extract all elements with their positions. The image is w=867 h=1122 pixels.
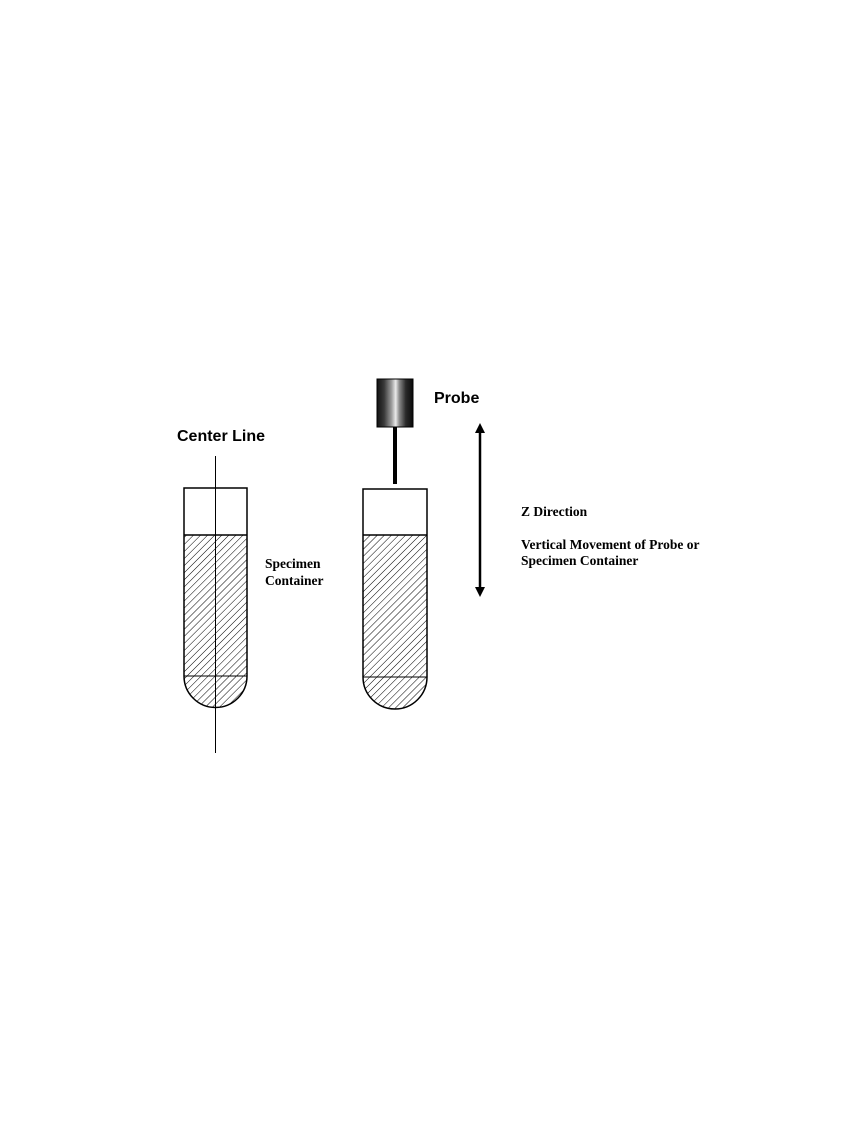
right-container-outline xyxy=(362,488,428,710)
vertical-movement-label-line1: Vertical Movement of Probe or xyxy=(521,537,700,552)
probe-label: Probe xyxy=(434,390,480,407)
probe-shaft xyxy=(393,427,397,484)
specimen-container-label-line1: Specimen xyxy=(265,556,321,571)
vertical-movement-label-line2: Specimen Container xyxy=(521,553,639,568)
z-direction-label: Z Direction xyxy=(521,504,588,519)
probe-body xyxy=(376,378,414,428)
right-specimen-container xyxy=(362,488,428,710)
specimen-container-label-line2: Container xyxy=(265,573,324,588)
right-container-liquid xyxy=(363,535,427,709)
center-line-label: Center Line xyxy=(177,428,266,445)
probe xyxy=(376,378,414,484)
left-container-outline xyxy=(183,487,248,709)
